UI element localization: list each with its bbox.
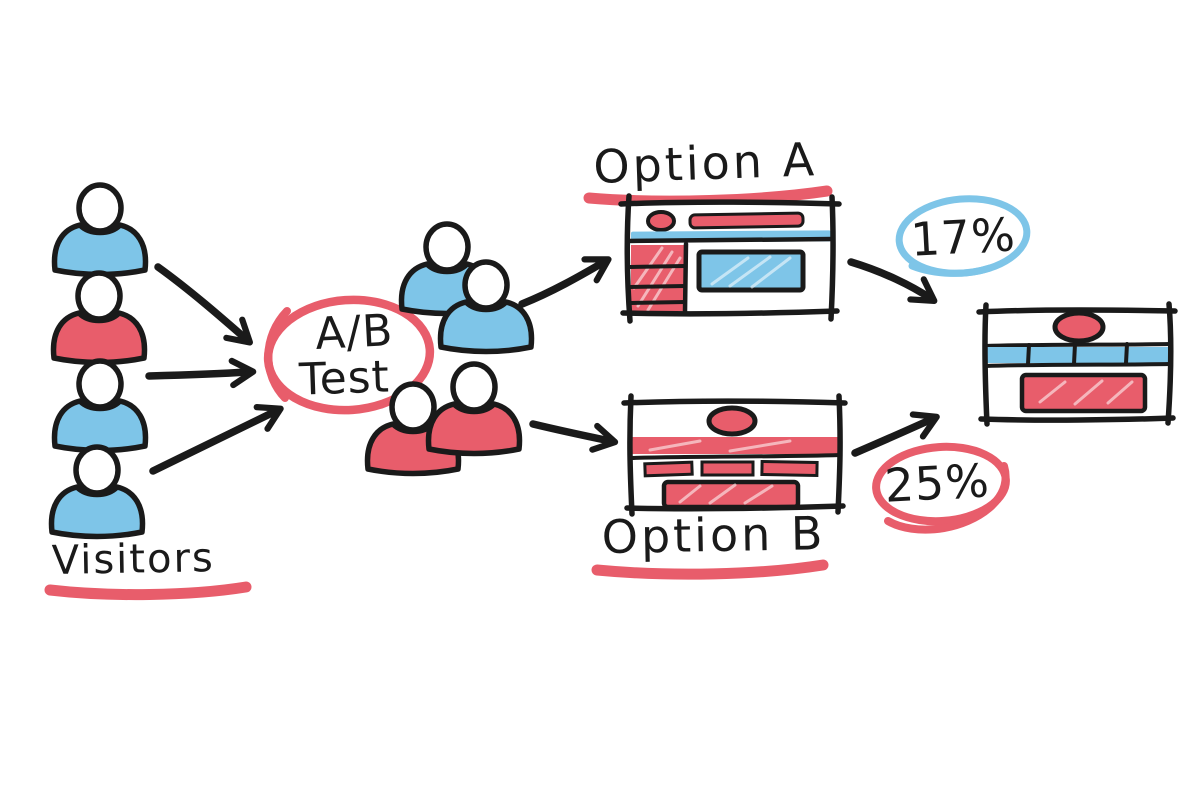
visitors-underline xyxy=(44,581,252,601)
arrow-option-a-to-winner xyxy=(847,258,938,304)
arrow-option-b-to-winner xyxy=(851,411,940,457)
ab-test-circle-overstroke xyxy=(264,307,291,402)
option-a-frame-right xyxy=(828,194,836,322)
visitors-group: Visitors xyxy=(44,185,252,601)
option-a-logo-icon xyxy=(646,210,676,232)
option-b-frame-bottom xyxy=(624,503,846,512)
winner-frame-left xyxy=(982,302,990,427)
arrow-visitors-to-test-3 xyxy=(149,404,284,475)
visitor-icon-3 xyxy=(55,361,146,451)
winner-frame-top xyxy=(976,307,1178,315)
option-b-label: Option B xyxy=(601,506,826,564)
winner-frame-bottom xyxy=(978,415,1176,423)
visitors-label: Visitors xyxy=(51,535,215,584)
winner-nav-stripe xyxy=(987,347,1168,363)
option-a-navbar xyxy=(688,211,805,230)
option-a-label: Option A xyxy=(592,132,817,194)
option-b-cta-rect xyxy=(661,479,801,510)
winner-divider-top xyxy=(983,342,1172,348)
option-a-frame-left xyxy=(624,193,633,324)
conversion-b-value: 25% xyxy=(883,453,991,512)
winner-cta-block xyxy=(1019,372,1148,414)
ab-test-label-line1: A/B xyxy=(314,305,395,360)
arrow-visitors-to-test-1 xyxy=(154,263,253,346)
conversion-a-value: 17% xyxy=(909,207,1017,266)
visitor-icon-4 xyxy=(52,447,143,537)
group-b-icons xyxy=(368,364,520,474)
arrow-visitors-to-test-2 xyxy=(145,357,257,389)
conversion-b-bubble: 25% xyxy=(872,442,1010,534)
conversion-a-tail xyxy=(908,262,994,277)
conversion-a-bubble: 17% xyxy=(895,195,1031,277)
visitor-icon-2 xyxy=(54,273,145,363)
winner-nav-tick-3 xyxy=(1124,342,1129,365)
option-b-frame-top xyxy=(621,398,848,406)
option-b-nav-3 xyxy=(760,460,819,478)
visitor-arrows xyxy=(145,263,284,475)
option-a-section: Option A xyxy=(583,132,842,324)
option-b-underline xyxy=(591,559,829,580)
option-b-frame-left xyxy=(627,393,635,517)
ab-test-node: A/B Test xyxy=(263,295,435,415)
option-a-mockup xyxy=(618,193,842,324)
option-a-frame-top xyxy=(618,199,842,207)
ab-test-label-line2: Test xyxy=(297,351,390,405)
option-b-stripe-divider xyxy=(628,453,842,460)
option-b-logo-icon xyxy=(706,405,758,437)
arrow-group-to-option-b xyxy=(529,420,619,453)
winner-nav-tick-1 xyxy=(1026,343,1031,366)
option-b-nav-1 xyxy=(643,460,694,478)
winner-nav-tick-2 xyxy=(1072,342,1077,366)
winner-logo-icon xyxy=(1052,310,1106,344)
option-a-sidebar xyxy=(628,241,689,315)
option-b-mockup xyxy=(621,393,848,517)
option-a-frame-bottom xyxy=(620,308,840,317)
option-b-cta-block xyxy=(661,479,801,510)
option-b-nav-2 xyxy=(700,460,755,477)
winner-mockup xyxy=(976,301,1178,427)
option-a-content-box xyxy=(696,249,806,293)
visitor-icon-1 xyxy=(55,185,146,275)
option-b-section: Option B xyxy=(591,393,848,580)
option-b-nav-buttons xyxy=(643,460,819,478)
conversion-b-emphasis-arc xyxy=(884,462,1010,534)
arrow-group-to-option-a xyxy=(518,256,612,308)
winner-divider-bottom xyxy=(983,362,1172,368)
option-b-frame-right xyxy=(835,393,843,515)
group-b-person-front xyxy=(429,364,520,454)
winner-frame-right xyxy=(1165,301,1174,426)
winner-cta-rect xyxy=(1019,372,1148,414)
option-a-header-divider xyxy=(625,236,836,244)
